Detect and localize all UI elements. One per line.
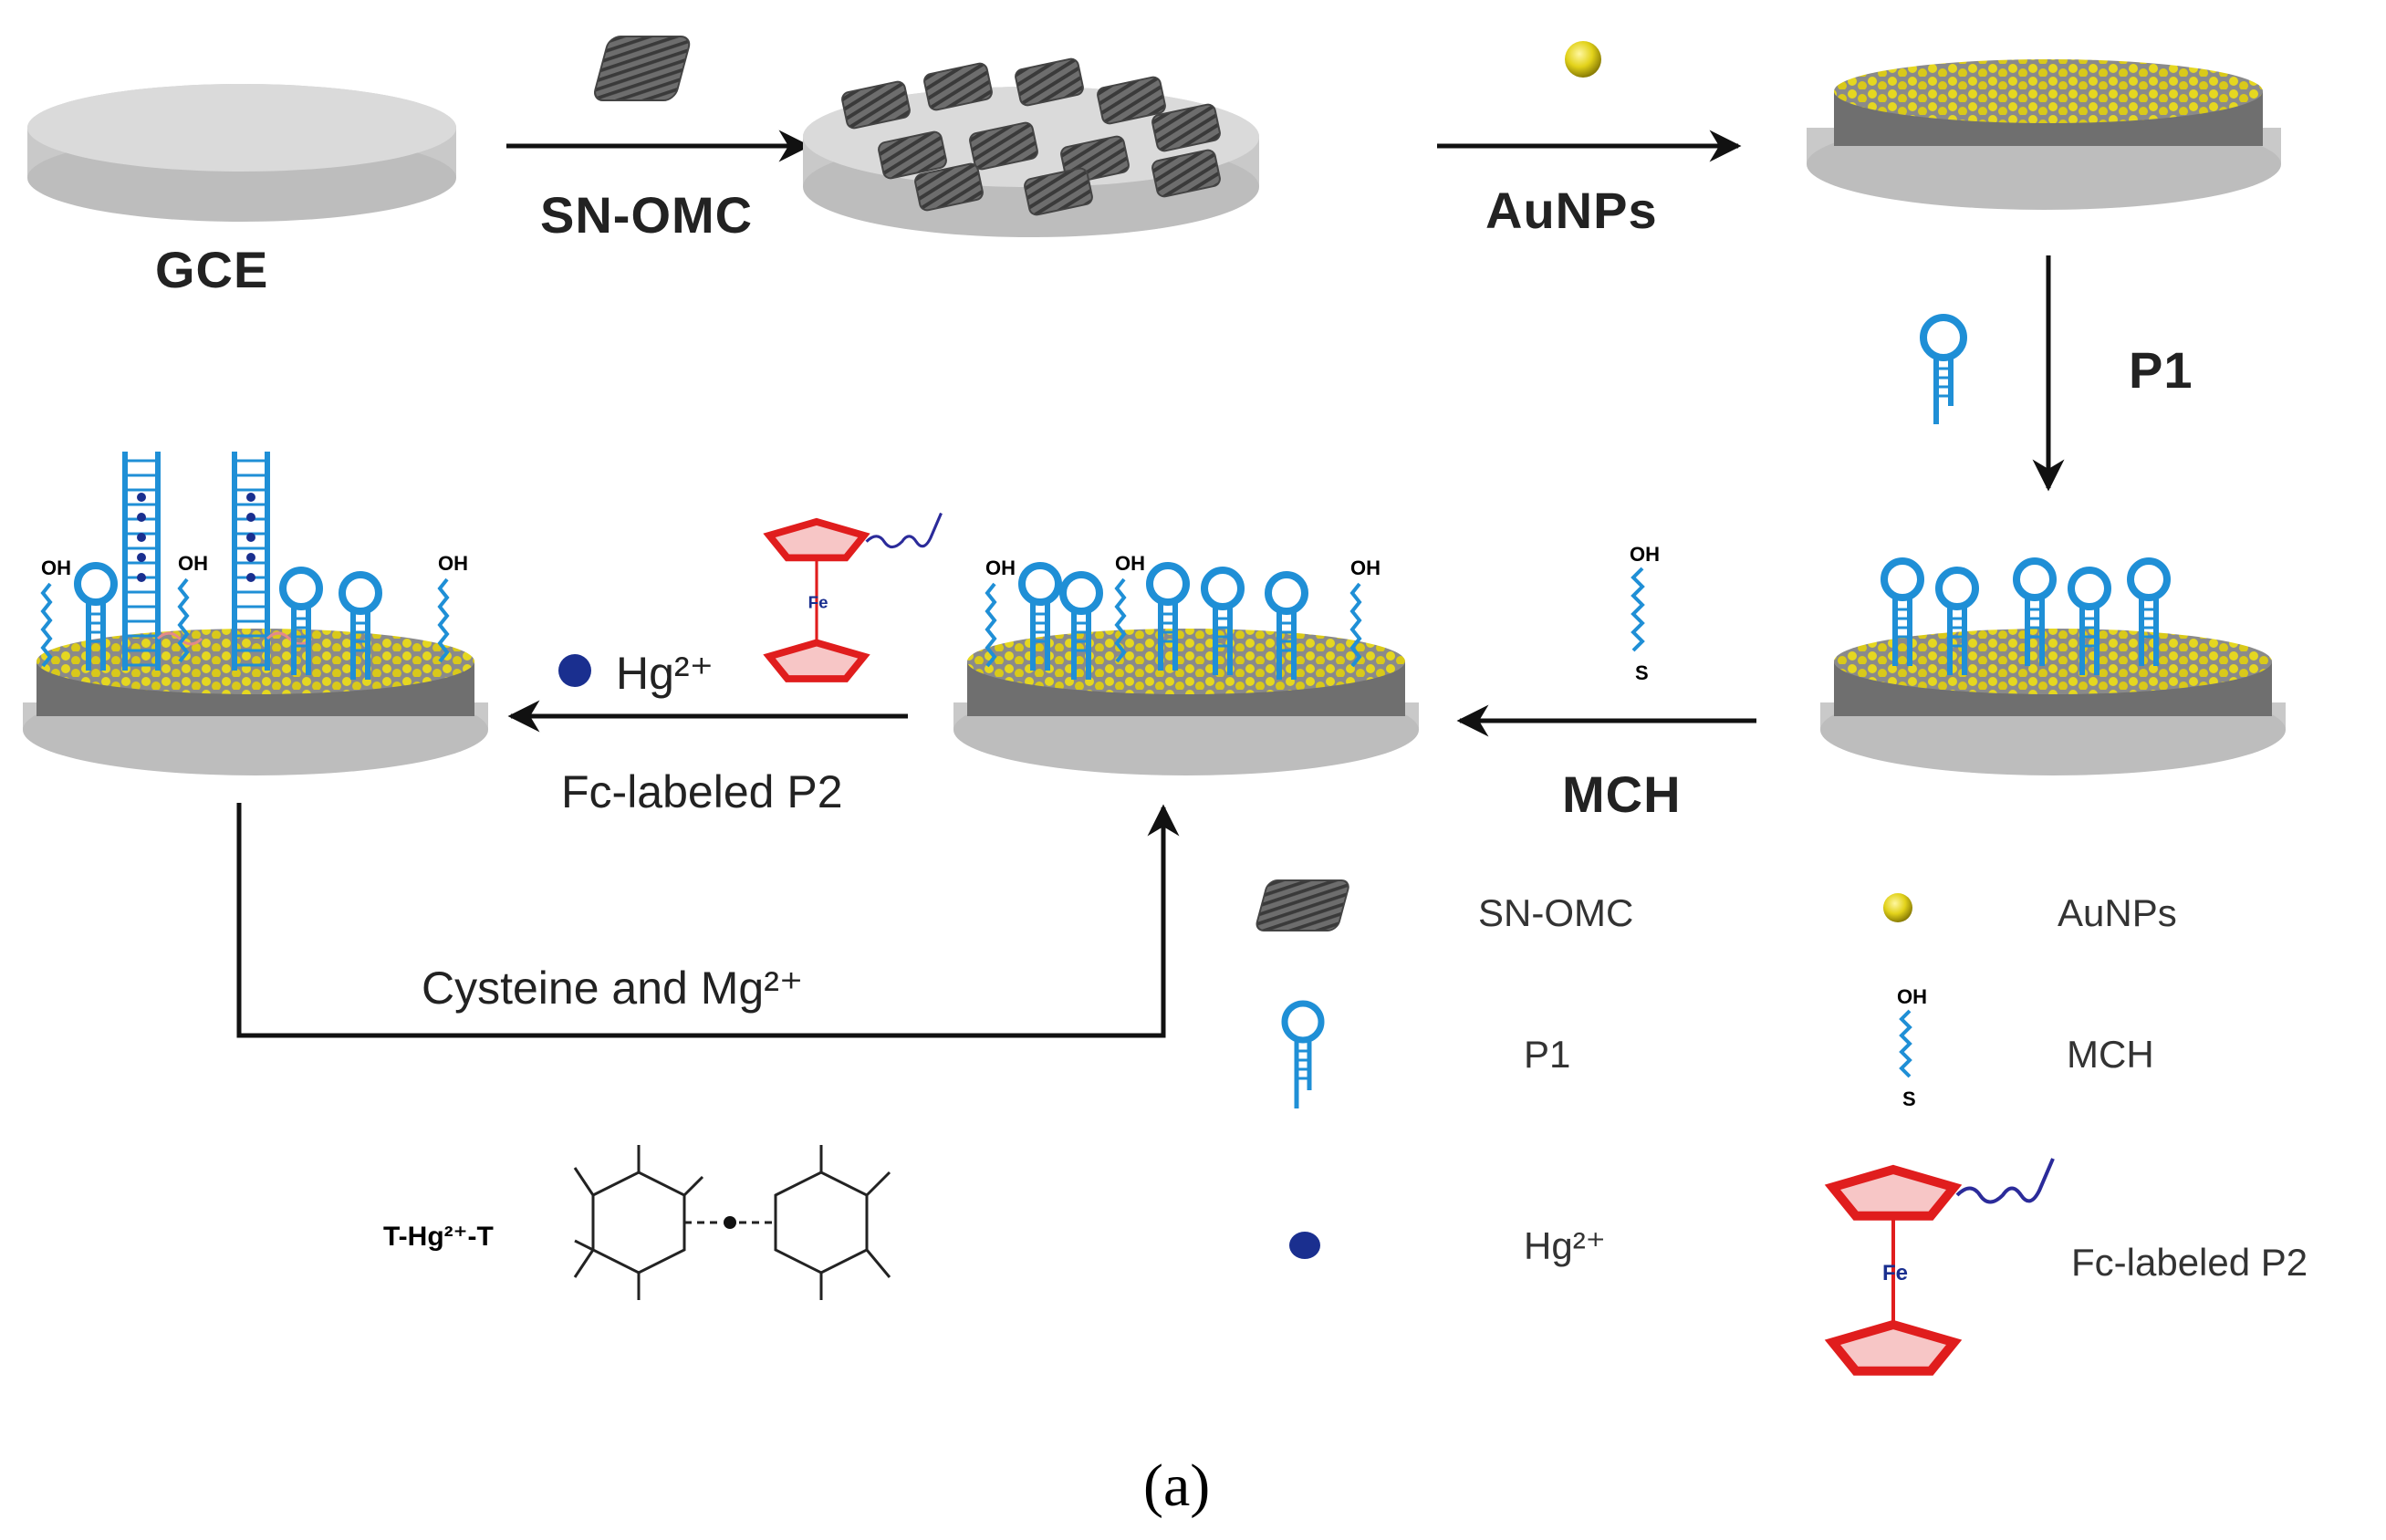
svg-text:Fe: Fe xyxy=(808,592,828,611)
mch-molecule: OH xyxy=(985,557,1016,668)
sn-omc-particle xyxy=(1151,149,1221,198)
p1-probe xyxy=(1881,557,1924,666)
duplex-probes: OH OH OH xyxy=(40,452,468,680)
mch-molecule: OH xyxy=(1349,557,1381,668)
legend-sn-omc-icon xyxy=(1256,879,1349,931)
svg-text:OH: OH xyxy=(41,557,71,579)
svg-text:OH: OH xyxy=(1115,552,1145,575)
hg-ion xyxy=(137,573,146,582)
p1-modified-disk xyxy=(1820,557,2286,775)
p1-probe xyxy=(2013,557,2057,666)
legend-sn-omc-label: SN-OMC xyxy=(1478,891,1633,934)
hg-ion xyxy=(137,553,146,562)
legend-mch-icon: OH S xyxy=(1897,985,1927,1110)
regeneration-arrow xyxy=(236,803,1180,1038)
hg-ion xyxy=(246,533,255,542)
p1-probe-icon xyxy=(1920,314,1967,424)
p1-p2-duplex xyxy=(232,452,313,671)
p1-probe xyxy=(1935,567,1979,675)
sn-omc-particle xyxy=(1015,57,1084,107)
hg-ion xyxy=(137,493,146,502)
p1-probe xyxy=(2068,567,2111,675)
hg-ion xyxy=(246,493,255,502)
svg-text:OH: OH xyxy=(1350,557,1381,579)
gce-disk xyxy=(27,84,456,222)
mch-molecule: OH xyxy=(40,557,71,668)
sn-omc-particle xyxy=(1097,76,1166,125)
mch-molecule: OH xyxy=(177,552,208,663)
svg-text:OH: OH xyxy=(985,557,1016,579)
aunp-icon xyxy=(1565,41,1601,78)
hg-ion xyxy=(246,513,255,522)
p1-probe xyxy=(1059,571,1103,680)
svg-text:Fe: Fe xyxy=(1882,1261,1908,1285)
sn-omc-particle xyxy=(1024,167,1093,216)
p1-probe xyxy=(1018,562,1062,671)
sn-omc-particle xyxy=(969,121,1038,171)
hg-label: Hg²⁺ xyxy=(616,648,714,699)
hg-ion xyxy=(137,533,146,542)
gce-sn-omc-disk xyxy=(803,57,1259,237)
p1-probes xyxy=(1881,557,2171,675)
legend-aunps-label: AuNPs xyxy=(2058,891,2177,934)
legend-fc-p2-label: Fc-labeled P2 xyxy=(2071,1241,2308,1284)
svg-text:OH: OH xyxy=(1897,985,1927,1008)
svg-text:OH: OH xyxy=(178,552,208,575)
legend-p1-icon xyxy=(1281,1000,1325,1108)
hg-ion-dot xyxy=(558,654,591,687)
mch-molecule: OH xyxy=(437,552,468,663)
sn-omc-particle xyxy=(1151,103,1221,152)
legend-p1-label: P1 xyxy=(1524,1033,1570,1076)
svg-text:S: S xyxy=(1635,661,1649,684)
p1-probe xyxy=(1265,571,1308,680)
p1-probe xyxy=(279,567,323,675)
sn-omc-particles xyxy=(841,57,1221,216)
p1-probe xyxy=(339,571,382,680)
sn-omc-particle xyxy=(841,80,911,130)
p1-probe xyxy=(74,562,118,671)
hg-ion xyxy=(137,513,146,522)
ferrocene-icon: Fe xyxy=(763,512,943,682)
legend-mch-label: MCH xyxy=(2067,1033,2154,1076)
svg-text:S: S xyxy=(1902,1087,1916,1110)
p1-p2-duplex xyxy=(122,452,203,671)
p1-probes-with-mch: OH OH OH xyxy=(985,552,1381,680)
svg-text:OH: OH xyxy=(438,552,468,575)
sn-omc-particle xyxy=(878,130,947,180)
mch-icon: OH S xyxy=(1630,543,1660,684)
p1-probe xyxy=(1201,567,1245,675)
legend-ferrocene-icon: Fe xyxy=(1824,1158,2055,1376)
duplex-disk: OH OH OH xyxy=(23,452,488,775)
aunps-label: AuNPs xyxy=(1485,182,1658,239)
p1-probe xyxy=(1146,562,1190,671)
p1-label: P1 xyxy=(2129,341,2193,399)
svg-text:OH: OH xyxy=(1630,543,1660,566)
legend: SN-OMC AuNPs P1 OH S MCH Hg²⁺ Fe Fc-labe… xyxy=(1256,879,2308,1376)
sn-omc-label: SN-OMC xyxy=(540,186,753,244)
t-hg-t-label: T-Hg²⁺-T xyxy=(383,1222,494,1252)
mch-label: MCH xyxy=(1562,765,1682,823)
mch-molecule: OH xyxy=(1114,552,1145,663)
hg-ion xyxy=(246,573,255,582)
figure-caption: (a) xyxy=(1143,1452,1210,1519)
sn-omc-cluster-icon xyxy=(594,36,691,101)
gold-modified-disk xyxy=(1807,59,2281,210)
hg-ion xyxy=(246,553,255,562)
p1-mch-disk: OH OH OH xyxy=(953,552,1419,775)
legend-hg-label: Hg²⁺ xyxy=(1524,1224,1606,1267)
cysteine-mg-label: Cysteine and Mg²⁺ xyxy=(422,962,803,1014)
sn-omc-particle xyxy=(923,62,993,111)
legend-hg-icon xyxy=(1289,1232,1320,1259)
sn-omc-particle xyxy=(914,162,984,212)
fc-p2-label: Fc-labeled P2 xyxy=(561,766,843,817)
t-hg-t-structure: T-Hg²⁺-T xyxy=(383,1145,891,1300)
p1-probe xyxy=(2127,557,2171,666)
legend-aunp-icon xyxy=(1883,893,1912,922)
gce-label: GCE xyxy=(155,241,268,298)
